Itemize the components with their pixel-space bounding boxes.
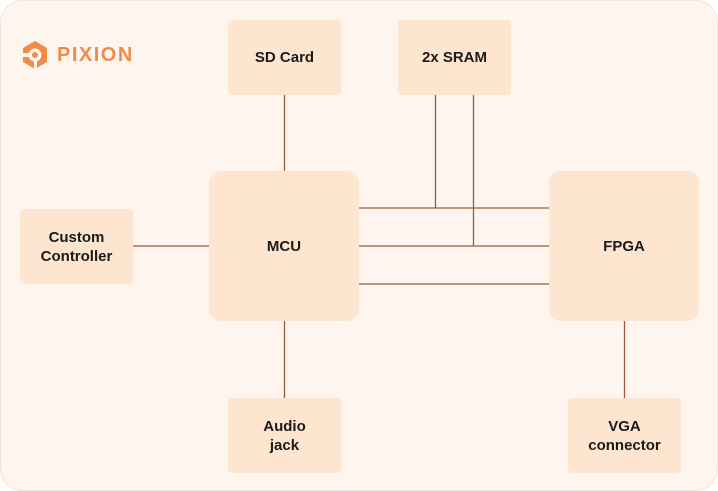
- brand-logo: PIXION: [19, 39, 134, 71]
- block-fpga: FPGA: [549, 171, 699, 321]
- block-vga-connector: VGA connector: [568, 398, 681, 473]
- pixion-logo-icon: [19, 39, 51, 71]
- block-audio-jack: Audio jack: [228, 398, 341, 473]
- block-sd-card: SD Card: [228, 20, 341, 95]
- block-mcu: MCU: [209, 171, 359, 321]
- block-custom-controller: Custom Controller: [20, 209, 133, 284]
- brand-name: PIXION: [57, 43, 134, 66]
- block-sram: 2x SRAM: [398, 20, 511, 95]
